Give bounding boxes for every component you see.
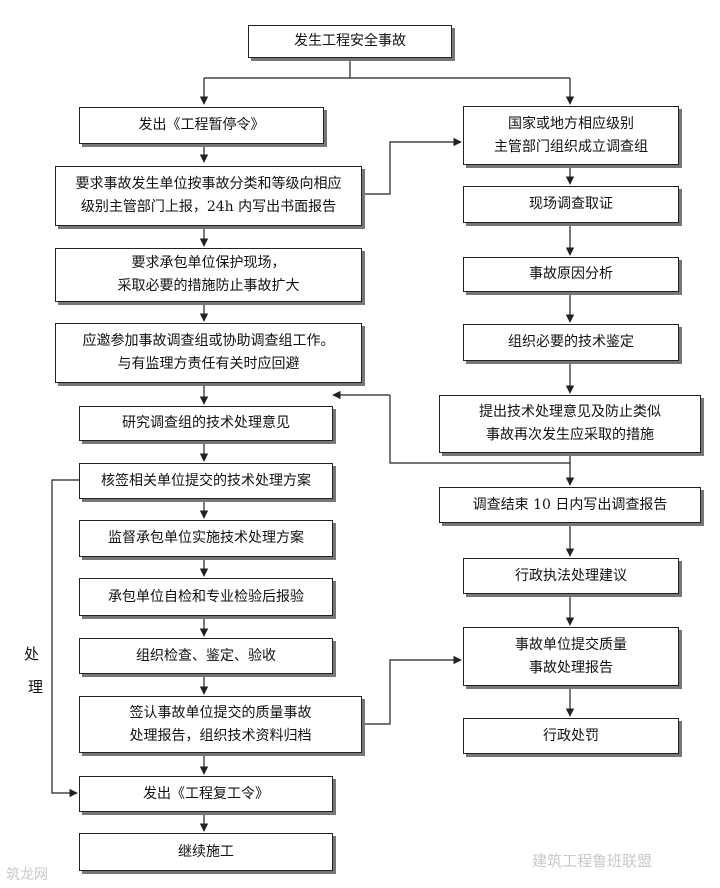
side-label-char-1: 处	[24, 645, 40, 663]
node-form-investigation-team: 国家或地方相应级别 主管部门组织成立调查组	[463, 106, 679, 165]
node-text: 国家或地方相应级别 主管部门组织成立调查组	[494, 115, 648, 155]
watermark-bottom-right: 建筑工程鲁班联盟	[532, 852, 653, 870]
node-text: 行政执法处理建议	[515, 567, 627, 584]
node-report-to-authority: 要求事故发生单位按事故分类和等级向相应 级别主管部门上报，24h 内写出书面报告	[55, 166, 362, 226]
arrow-l6-bypass-to-l11	[51, 479, 79, 798]
node-text: 行政处罚	[543, 727, 599, 744]
node-investigation-report: 调查结束 10 日内写出调查报告	[439, 487, 701, 523]
node-text: 发出《工程复工令》	[143, 785, 269, 802]
node-site-investigation: 现场调查取证	[463, 186, 679, 223]
node-text: 提出技术处理意见及防止类似 事故再次发生应采取的措施	[479, 404, 661, 443]
node-text: 事故原因分析	[529, 266, 613, 282]
node-join-investigation: 应邀参加事故调查组或协助调查组工作。 与有监理方责任有关时应回避	[55, 323, 362, 383]
node-text: 继续施工	[178, 843, 234, 860]
node-text: 现场调查取证	[529, 196, 613, 212]
node-text: 研究调查组的技术处理意见	[122, 415, 290, 431]
node-self-inspection: 承包单位自检和专业检验后报验	[79, 578, 333, 616]
node-text: 签认事故单位提交的质量事故 处理报告，组织技术资料归档	[129, 704, 312, 744]
node-continue-construction: 继续施工	[79, 833, 333, 871]
node-text: 组织检查、鉴定、验收	[136, 647, 276, 664]
node-approve-plan: 核签相关单位提交的技术处理方案	[79, 463, 333, 499]
node-start: 发生工程安全事故	[248, 25, 452, 58]
node-administrative-suggestion: 行政执法处理建议	[463, 558, 679, 594]
node-quality-report: 事故单位提交质量 事故处理报告	[463, 627, 679, 686]
node-text: 要求承包单位保护现场， 采取必要的措施防止事故扩大	[117, 255, 300, 294]
node-text: 调查结束 10 日内写出调查报告	[472, 496, 668, 513]
node-supervise-implementation: 监督承包单位实施技术处理方案	[79, 520, 333, 557]
arrow-l10-to-r8	[362, 655, 462, 725]
arrow-l2-to-r1	[362, 137, 462, 195]
node-text: 发生工程安全事故	[294, 33, 406, 49]
watermark-bottom-left: 筑龙网	[6, 867, 48, 883]
connector-r5-feedback	[389, 395, 570, 464]
node-text: 应邀参加事故调查组或协助调查组工作。 与有监理方责任有关时应回避	[82, 333, 335, 372]
node-issue-suspension-order: 发出《工程暂停令》	[79, 107, 324, 144]
node-issue-resumption-order: 发出《工程复工令》	[79, 776, 333, 812]
node-protect-scene: 要求承包单位保护现场， 采取必要的措施防止事故扩大	[55, 248, 362, 302]
node-propose-measures: 提出技术处理意见及防止类似 事故再次发生应采取的措施	[439, 395, 701, 453]
node-text: 监督承包单位实施技术处理方案	[108, 530, 304, 546]
node-sign-report: 签认事故单位提交的质量事故 处理报告，组织技术资料归档	[79, 696, 362, 753]
node-text: 事故单位提交质量 事故处理报告	[515, 636, 627, 676]
node-inspect-accept: 组织检查、鉴定、验收	[79, 638, 333, 674]
node-technical-appraisal: 组织必要的技术鉴定	[463, 324, 679, 361]
node-administrative-penalty: 行政处罚	[463, 718, 679, 754]
node-text: 要求事故发生单位按事故分类和等级向相应 级别主管部门上报，24h 内写出书面报告	[75, 176, 342, 215]
node-cause-analysis: 事故原因分析	[463, 257, 679, 292]
node-text: 发出《工程暂停令》	[138, 117, 265, 133]
node-text: 组织必要的技术鉴定	[508, 334, 634, 350]
side-label-char-2: 理	[28, 678, 44, 696]
node-text: 承包单位自检和专业检验后报验	[108, 588, 304, 605]
node-study-opinions: 研究调查组的技术处理意见	[79, 406, 333, 441]
node-text: 核签相关单位提交的技术处理方案	[101, 472, 311, 489]
